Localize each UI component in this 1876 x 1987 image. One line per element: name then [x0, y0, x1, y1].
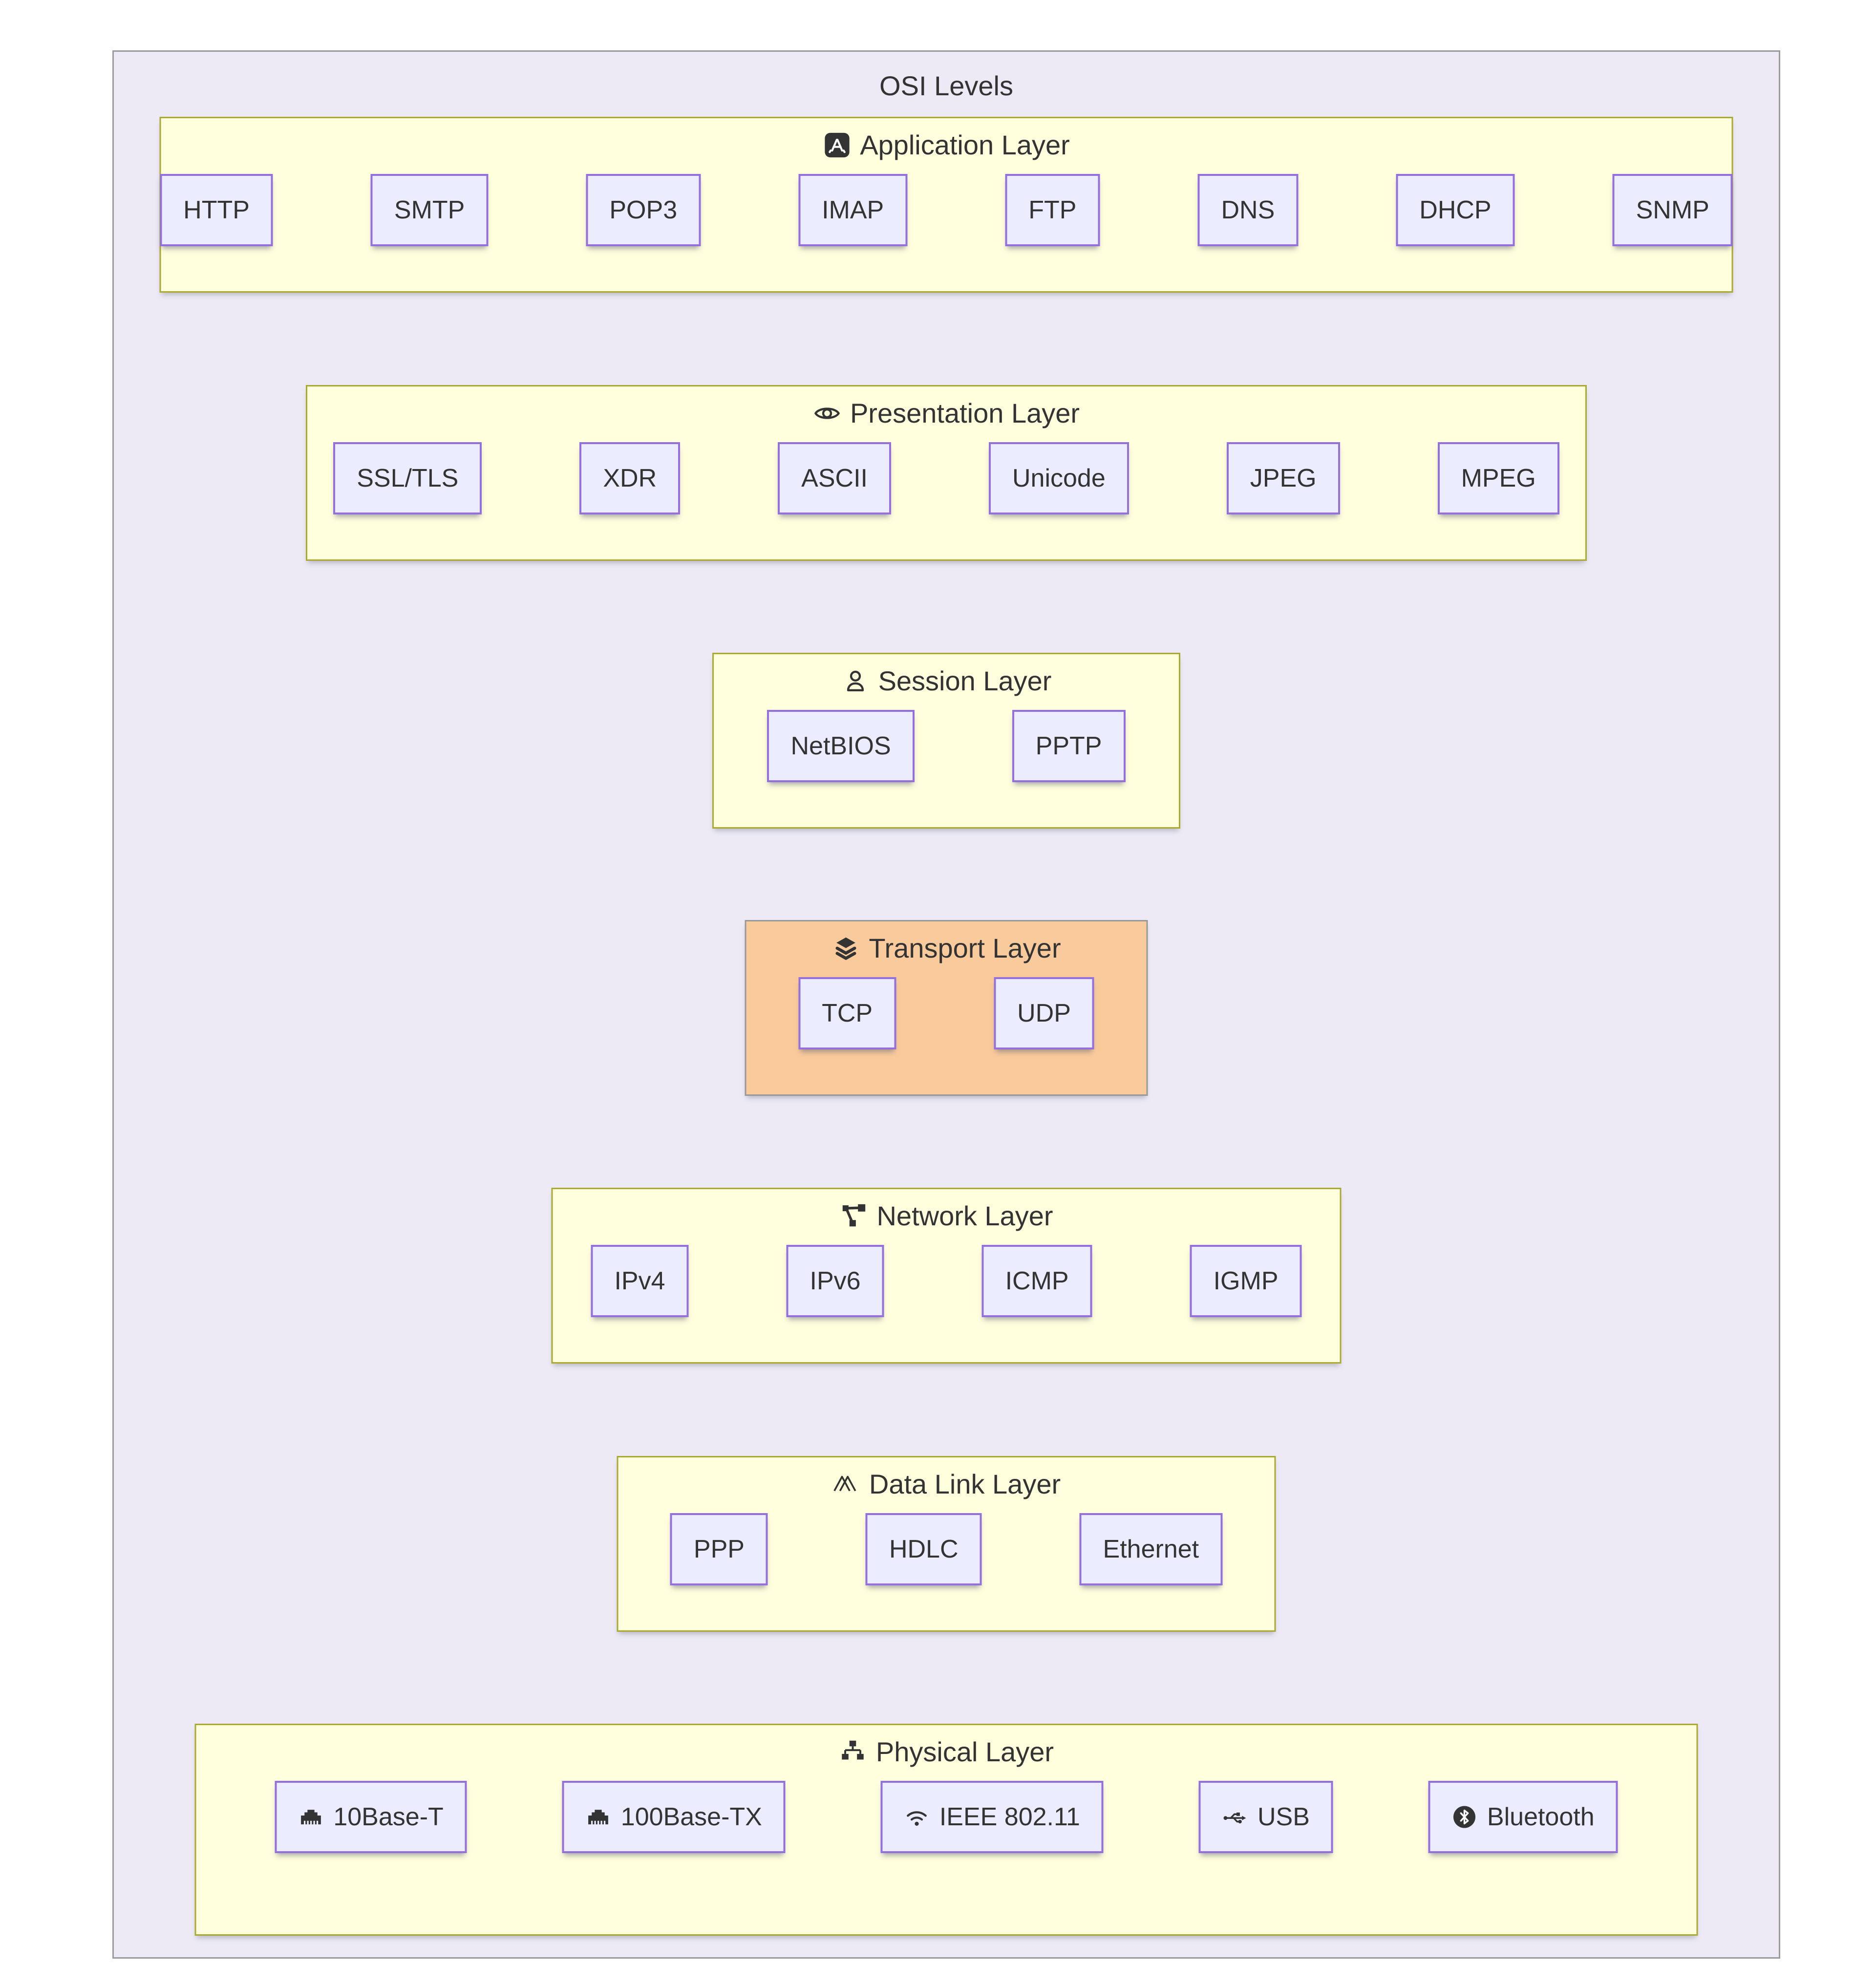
node-pop3: POP3 [586, 173, 701, 246]
layer-presentation: Presentation Layer SSL/TLS XDR ASCII Uni… [306, 385, 1587, 561]
layers-icon [831, 934, 860, 962]
network-protocols-row: IPv4 IPv6 ICMP IGMP [591, 1244, 1302, 1317]
presentation-protocols-row: SSL/TLS XDR ASCII Unicode JPEG MPEG [333, 442, 1559, 514]
layer-title-application: Application Layer [823, 130, 1070, 160]
node-hdlc: HDLC [865, 1513, 982, 1585]
layer-label: Application Layer [860, 129, 1070, 160]
layer-title-transport: Transport Layer [831, 933, 1061, 963]
node-ssl-tls: SSL/TLS [333, 442, 482, 514]
node-mpeg: MPEG [1437, 442, 1559, 514]
layer-physical: Physical Layer 10Base-T 100Base-TX IEEE … [194, 1724, 1698, 1936]
node-icmp: ICMP [981, 1244, 1092, 1317]
layer-data-link: Data Link Layer PPP HDLC Ethernet [617, 1456, 1276, 1632]
layer-label: Session Layer [878, 665, 1052, 696]
share-nodes-icon [839, 1202, 868, 1230]
ethernet-icon [586, 1804, 611, 1830]
usb-icon [1222, 1804, 1248, 1830]
layer-label: Data Link Layer [869, 1469, 1061, 1499]
node-xdr: XDR [579, 442, 681, 514]
layer-application: Application Layer HTTP SMTP POP3 IMAP FT… [159, 117, 1733, 293]
sitemap-icon [839, 1738, 867, 1766]
node-dhcp: DHCP [1396, 173, 1515, 246]
node-smtp: SMTP [370, 173, 489, 246]
node-ipv6: IPv6 [786, 1244, 884, 1317]
transport-protocols-row: TCP UDP [798, 977, 1094, 1049]
layer-label: Network Layer [876, 1200, 1053, 1231]
node-100base-tx: 100Base-TX [562, 1780, 786, 1853]
node-ieee-802-11: IEEE 802.11 [880, 1780, 1104, 1853]
node-netbios: NetBIOS [767, 709, 915, 782]
node-10base-t: 10Base-T [275, 1780, 467, 1853]
layer-title-data-link: Data Link Layer [832, 1469, 1061, 1499]
osi-diagram-container: OSI Levels Application Layer HTTP SMTP P… [112, 50, 1780, 1959]
layer-title-physical: Physical Layer [839, 1737, 1054, 1767]
layer-transport: Transport Layer TCP UDP [745, 920, 1148, 1096]
wave-icon [832, 1470, 860, 1498]
node-bluetooth: Bluetooth [1428, 1780, 1618, 1853]
node-jpeg: JPEG [1226, 442, 1340, 514]
node-unicode: Unicode [988, 442, 1129, 514]
layer-title-presentation: Presentation Layer [813, 398, 1080, 428]
node-imap: IMAP [798, 173, 908, 246]
node-ipv4: IPv4 [591, 1244, 689, 1317]
node-ftp: FTP [1005, 173, 1100, 246]
node-http: HTTP [160, 173, 273, 246]
node-tcp: TCP [798, 977, 896, 1049]
eye-icon [813, 399, 841, 427]
node-pptp: PPTP [1012, 709, 1126, 782]
application-protocols-row: HTTP SMTP POP3 IMAP FTP DNS DHCP SNMP [160, 173, 1733, 246]
node-ascii: ASCII [778, 442, 891, 514]
node-ethernet: Ethernet [1079, 1513, 1223, 1585]
node-igmp: IGMP [1190, 1244, 1302, 1317]
layer-label: Presentation Layer [850, 398, 1080, 428]
data-link-protocols-row: PPP HDLC Ethernet [670, 1513, 1223, 1585]
layer-title-network: Network Layer [839, 1201, 1053, 1231]
node-dns: DNS [1197, 173, 1299, 246]
wifi-icon [904, 1804, 930, 1830]
layer-label: Physical Layer [875, 1736, 1054, 1767]
node-usb: USB [1198, 1780, 1333, 1853]
physical-protocols-row: 10Base-T 100Base-TX IEEE 802.11 USB [275, 1780, 1618, 1853]
layer-session: Session Layer NetBIOS PPTP [712, 653, 1180, 829]
layer-label: Transport Layer [869, 933, 1061, 963]
app-store-icon [823, 131, 851, 159]
layer-network: Network Layer IPv4 IPv6 ICMP IGMP [551, 1188, 1342, 1364]
session-protocols-row: NetBIOS PPTP [767, 709, 1126, 782]
diagram-title: OSI Levels [879, 70, 1013, 101]
bluetooth-icon [1452, 1804, 1477, 1830]
user-icon [841, 667, 870, 695]
layer-title-session: Session Layer [841, 665, 1052, 696]
node-udp: UDP [994, 977, 1094, 1049]
node-ppp: PPP [670, 1513, 768, 1585]
node-snmp: SNMP [1612, 173, 1733, 246]
ethernet-icon [298, 1804, 323, 1830]
